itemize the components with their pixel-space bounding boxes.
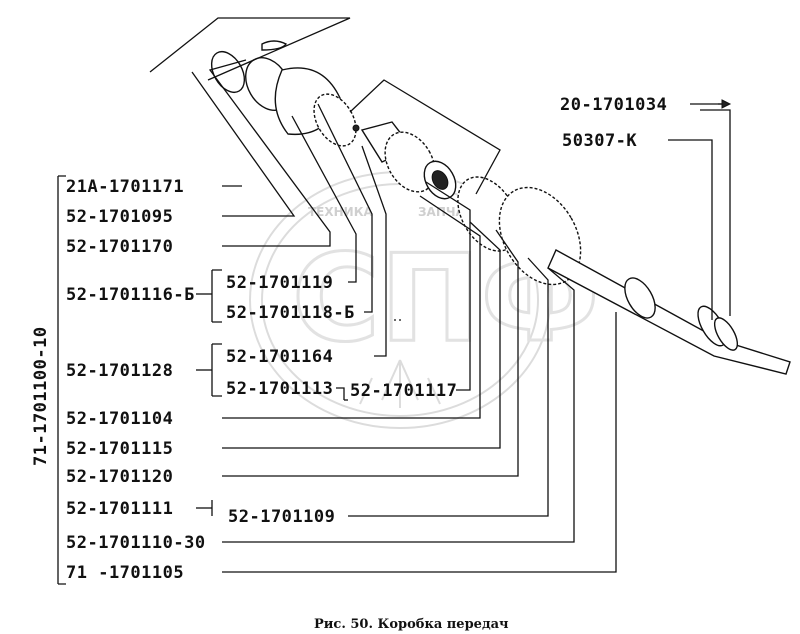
exploded-parts [210,40,791,375]
label-52-1701170: 52-1701170 [66,237,173,257]
label-52-1701111: 52-1701111 [66,499,173,519]
labels-left: 21А-1701171 52-1701095 52-1701170 52-170… [66,177,206,583]
pin-part [352,124,360,132]
label-52-1701164: 52-1701164 [226,347,333,367]
shaft-circlip-part [713,317,739,351]
label-52-1701095: 52-1701095 [66,207,173,227]
clip-part [261,40,288,51]
label-52-1701116-b: 52-1701116-Б [66,285,195,305]
shaft-spline-part [624,277,656,319]
label-52-1701113: 52-1701113 [226,379,333,399]
label-71-1701105: 71 -1701105 [66,563,184,583]
label-52-1701118-b: 52-1701118-Б [226,303,355,323]
label-52-1701117: 52-1701117 [350,381,457,401]
label-52-1701104: 52-1701104 [66,409,173,429]
label-21a-1701171: 21А-1701171 [66,177,184,197]
label-52-1701128: 52-1701128 [66,361,173,381]
label-52-1701109: 52-1701109 [228,507,335,527]
leader-lines [57,17,732,585]
label-52-1701120: 52-1701120 [66,467,173,487]
label-52-1701110-30: 52-1701110-30 [66,533,206,553]
labels-sub: 52-1701119 52-1701118-Б 52-1701164 52-17… [226,273,457,527]
labels-right: 20-1701034 50307-К [560,95,667,151]
assembly-number: 71-1701100-10 [31,326,51,466]
figure-caption: Рис. 50. Коробка передач [314,617,509,632]
bearing-inner-part [431,170,449,190]
gear-a-part [384,131,436,193]
label-52-1701119: 52-1701119 [226,273,333,293]
label-52-1701115: 52-1701115 [66,439,173,459]
label-50307-k: 50307-К [562,131,637,151]
watermark-text-left: ТЕХНИКА [308,205,374,219]
label-20-1701034: 20-1701034 [560,95,667,115]
